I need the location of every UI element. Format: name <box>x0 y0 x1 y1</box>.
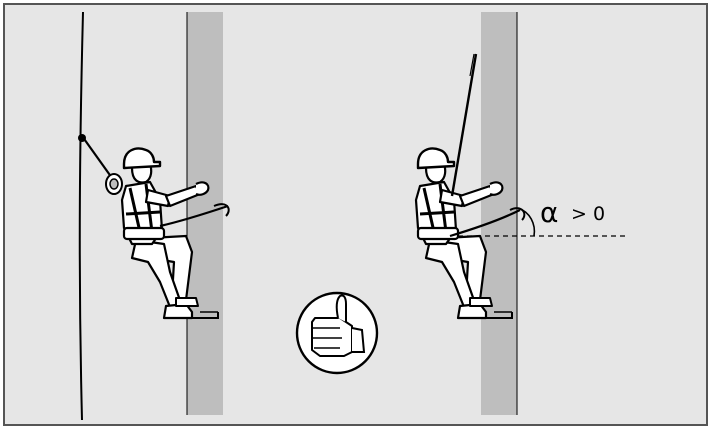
angle-symbol: α <box>540 196 558 229</box>
angle-condition: > 0 <box>571 203 605 225</box>
thumbs-up-icon <box>297 293 377 373</box>
